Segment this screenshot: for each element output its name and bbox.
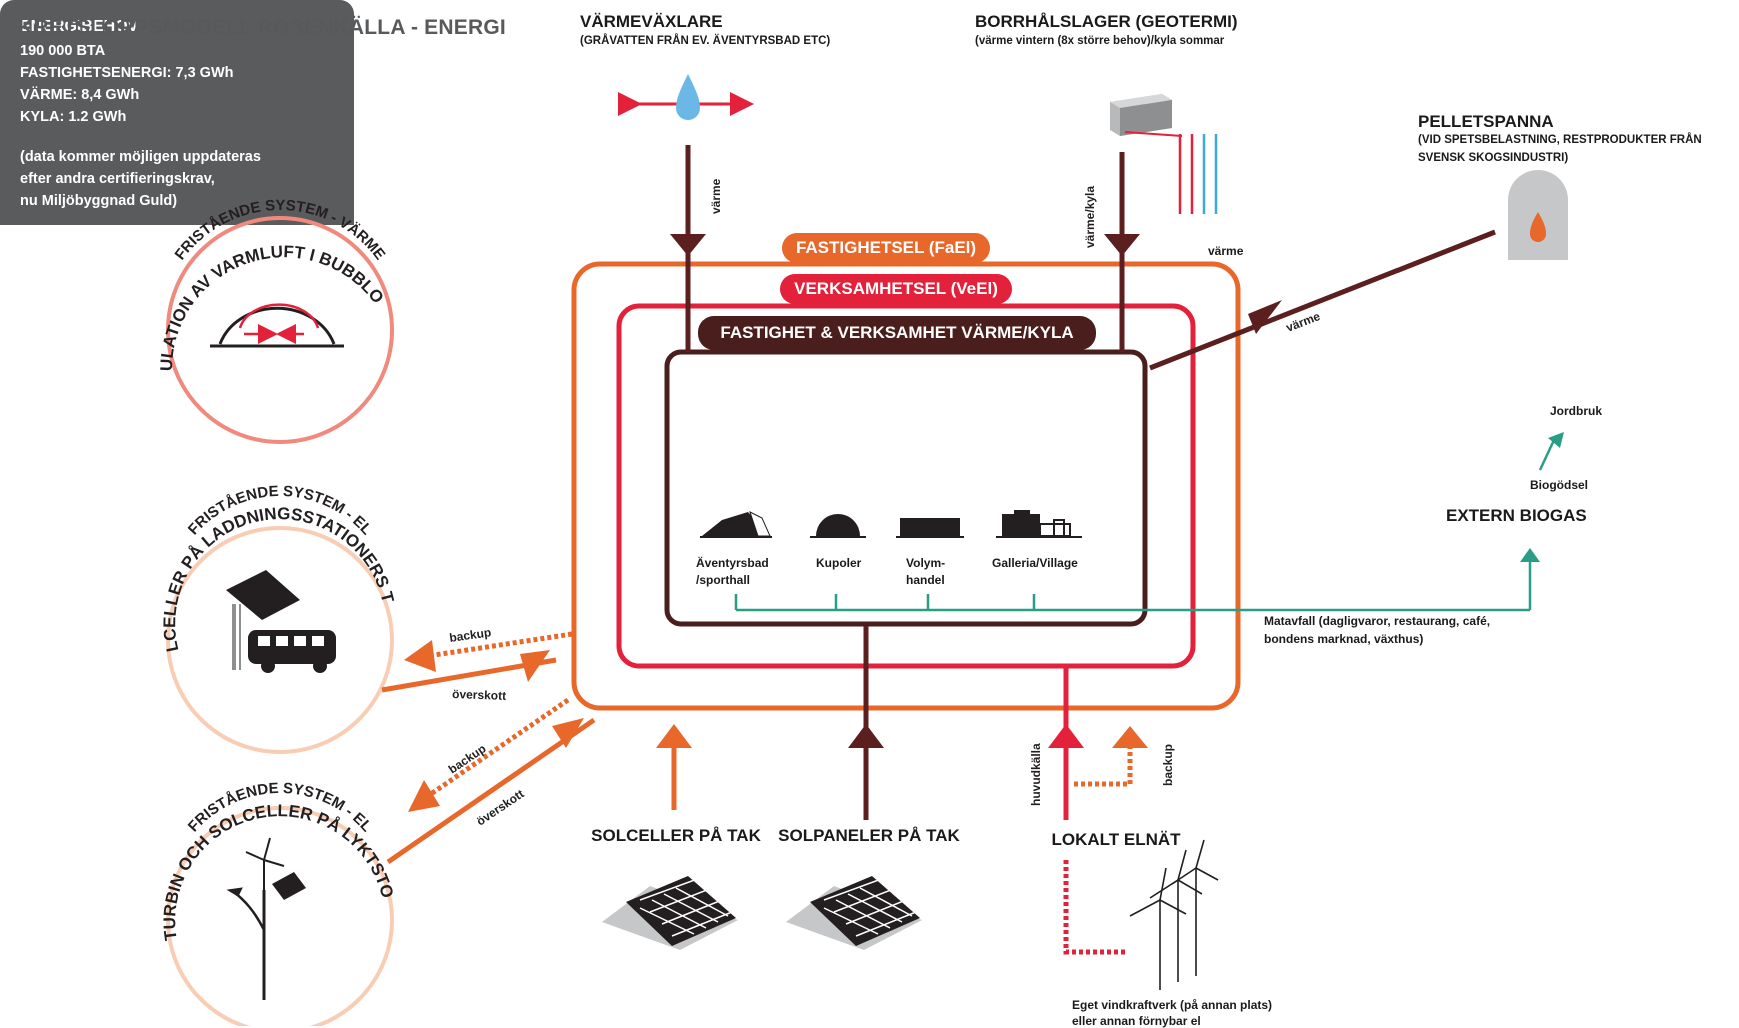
borrhal-arrow xyxy=(1104,234,1140,256)
solar-cell-roof-icon xyxy=(602,876,738,950)
wind-note-2: eller annan förnybar el xyxy=(1072,1014,1201,1028)
pellet-title: PELLETSPANNA xyxy=(1418,112,1554,131)
fael-label: FASTIGHETSEL (FaEl) xyxy=(782,233,990,263)
charging-station-icon xyxy=(226,570,336,673)
food-waste-label-1: Matavfall (dagligvaror, restaurang, café… xyxy=(1264,614,1491,628)
wind-backup-line xyxy=(426,697,570,799)
charging-circle-arc-2: SOLCELLER PÅ LADDNINGSSTATIONERS TAK xyxy=(0,0,398,653)
building-label-3a: Volym- xyxy=(906,556,946,570)
energy-title: ENERGIBEHOV xyxy=(20,18,139,35)
building-label-3b: handel xyxy=(906,573,945,587)
borehole-storage-icon xyxy=(1110,94,1218,214)
pellet-subtitle-1: (VID SPETSBELASTNING, RESTPRODUKTER FRÅN xyxy=(1418,134,1702,146)
pellet-arrow xyxy=(1248,300,1282,334)
village-icon xyxy=(996,510,1082,538)
wind-surplus-arrow xyxy=(552,718,584,748)
borrhal-title: BORRHÅLSLAGER (GEOTERMI) xyxy=(975,12,1238,31)
lamp-post-turbine-icon xyxy=(226,837,306,1000)
building-label-1a: Äventyrsbad xyxy=(696,556,769,570)
pellet-subtitle-2: SVENSK SKOGSINDUSTRI) xyxy=(1418,152,1569,164)
fael-frame xyxy=(571,261,1241,711)
elnat-feed-arrow xyxy=(1048,724,1084,748)
wind-surplus-line xyxy=(386,717,596,865)
agriculture-arrow xyxy=(1538,432,1564,471)
elnat-title: LOKALT ELNÄT xyxy=(1051,830,1181,849)
building-label-4: Galleria/Village xyxy=(992,556,1078,570)
borrhal-subtitle: (värme vintern (8x större behov)/kyla so… xyxy=(975,35,1225,47)
charging-surplus-label: överskott xyxy=(452,687,506,703)
heat-frame xyxy=(664,349,1148,627)
standalone-heat-circle xyxy=(166,216,394,444)
energy-line-1: 190 000 BTA xyxy=(20,43,106,59)
dome-icon xyxy=(810,514,866,538)
agriculture-label: Jordbruk xyxy=(1550,404,1603,418)
adventure-bath-icon xyxy=(700,511,772,538)
wind-farm-icon xyxy=(1129,839,1219,990)
energy-note-3: nu Miljöbyggnad Guld) xyxy=(20,193,178,209)
bubble-dome-icon xyxy=(210,303,344,348)
varmevaxlare-arrow xyxy=(670,234,706,256)
veel-label: VERKSAMHETSEL (VeEl) xyxy=(780,274,1012,304)
varmevaxlare-title: VÄRMEVÄXLARE xyxy=(580,12,723,31)
wind-surplus-label: överskott xyxy=(474,787,527,829)
fertilizer-label: Biogödsel xyxy=(1530,478,1589,492)
borrhal-flow-label: värme/kyla xyxy=(1083,186,1097,248)
standalone-wind-circle xyxy=(166,806,394,1026)
biogas-title: EXTERN BIOGAS xyxy=(1446,506,1587,525)
charging-surplus-arrow xyxy=(520,650,550,682)
wind-backup-arrow xyxy=(408,780,440,812)
main-source-label: huvudkälla xyxy=(1029,743,1043,806)
pellet-boiler-icon xyxy=(1508,170,1568,260)
elnat-backup-label: backup xyxy=(1161,744,1175,786)
energy-note-2: efter andra certifieringskrav, xyxy=(20,171,215,187)
borrhal-flow2-label: värme xyxy=(1208,244,1244,258)
varmevaxlare-flow-label: värme xyxy=(709,178,723,214)
charging-backup-arrow xyxy=(404,640,436,672)
solpaneler-feed-arrow xyxy=(848,724,884,748)
wind-backup-label: backup xyxy=(446,741,489,776)
elnat-backup-line xyxy=(1074,744,1133,787)
energy-line-3: VÄRME: 8,4 GWh xyxy=(20,87,140,103)
warehouse-icon xyxy=(896,518,964,538)
energy-line-4: KYLA: 1.2 GWh xyxy=(20,109,127,125)
page-title: KRETSLOPPSMODELL ROSENKÄLLA - ENERGI xyxy=(18,16,506,39)
wind-note-1: Eget vindkraftverk (på annan plats) xyxy=(1072,998,1273,1012)
solceller-feed-arrow xyxy=(656,724,692,748)
heat-exchanger-icon xyxy=(618,74,754,120)
building-label-2: Kupoler xyxy=(816,556,862,570)
charging-backup-line xyxy=(427,631,573,659)
heat-circle-arc-2: CIRKULATION AV VARMLUFT I BUBBLORNA xyxy=(0,0,387,371)
wind-supply-line xyxy=(1063,860,1128,955)
food-waste-network xyxy=(734,548,1540,612)
solar-panel-roof-icon xyxy=(786,876,922,950)
pellet-line xyxy=(1149,229,1496,371)
food-waste-label-2: bondens marknad, växthus) xyxy=(1264,632,1424,646)
elnat-backup-arrow xyxy=(1112,726,1148,748)
varmevaxlare-subtitle: (GRÅVATTEN FRÅN EV. ÄVENTYRSBAD ETC) xyxy=(580,35,831,47)
veel-frame xyxy=(616,303,1196,669)
standalone-charging-circle xyxy=(166,526,394,754)
heat-label: FASTIGHET & VERKSAMHET VÄRME/KYLA xyxy=(698,316,1096,350)
energy-line-2: FASTIGHETSENERGI: 7,3 GWh xyxy=(20,65,234,81)
solpaneler-title: SOLPANELER PÅ TAK xyxy=(778,826,960,845)
building-label-1b: /sporthall xyxy=(696,573,751,587)
energy-note-1: (data kommer möjligen uppdateras xyxy=(20,149,261,165)
energy-demand-box: ENERGIBEHOV 190 000 BTA FASTIGHETSENERGI… xyxy=(0,0,354,225)
solceller-title: SOLCELLER PÅ TAK xyxy=(591,826,761,845)
charging-backup-label: backup xyxy=(448,625,492,645)
